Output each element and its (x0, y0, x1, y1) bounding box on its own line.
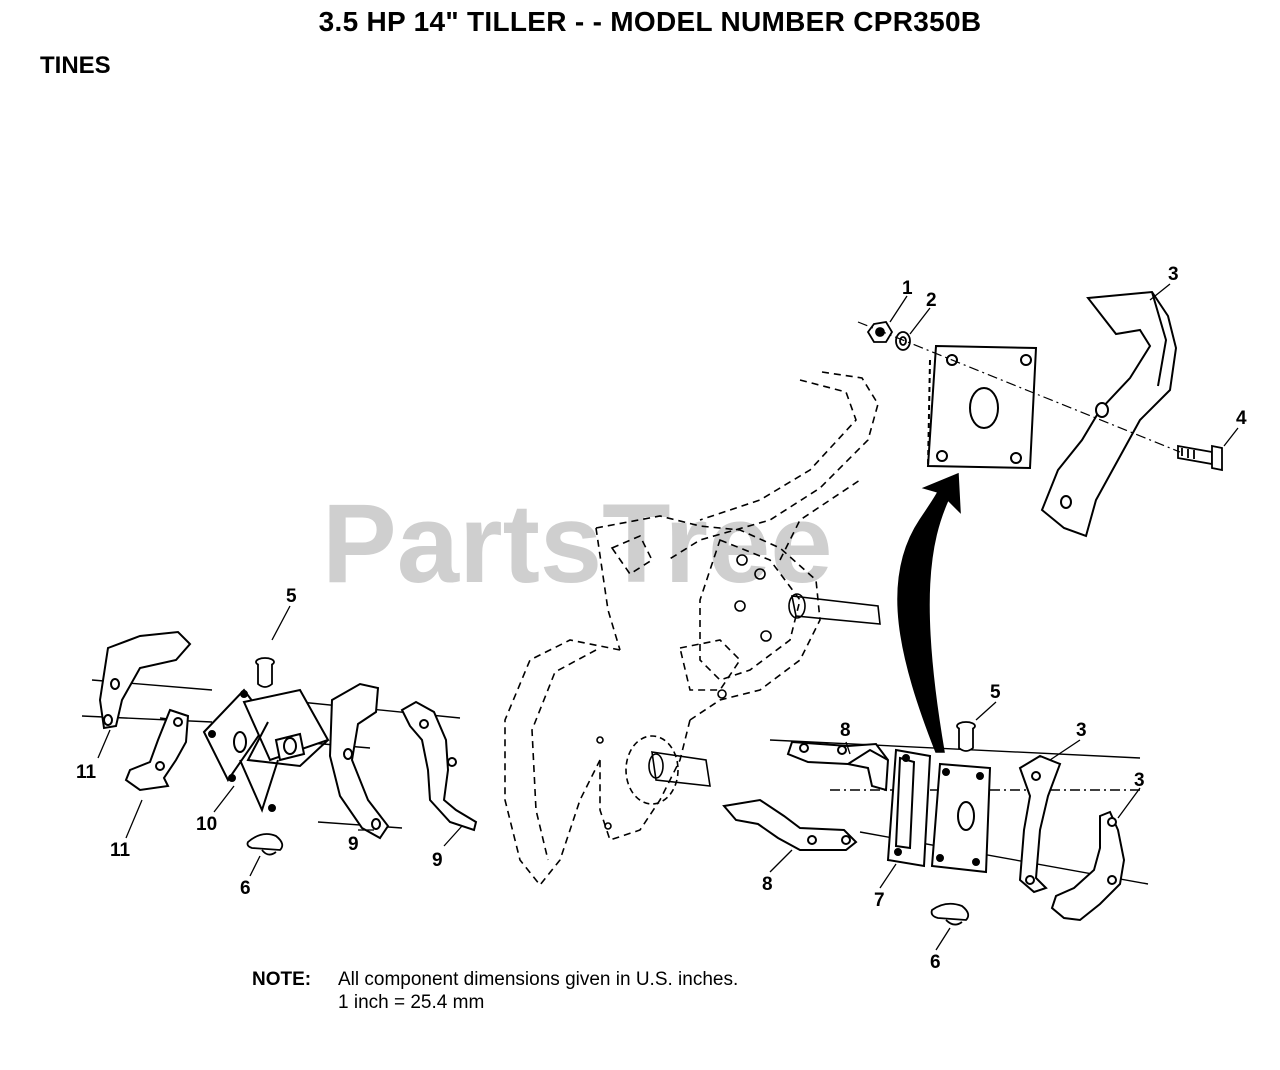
diagram-title: 3.5 HP 14" TILLER - - MODEL NUMBER CPR35… (318, 6, 982, 37)
tine-3-upper (1040, 290, 1178, 538)
nut-1 (866, 321, 894, 343)
hairpin-6-right (930, 902, 970, 926)
clevis-pin-5-left (255, 657, 275, 688)
tine-3-right-b (1050, 810, 1126, 922)
tine-8-upper (786, 740, 890, 792)
mounting-plate (926, 344, 1038, 470)
callout-11-upper: 11 (76, 762, 97, 783)
callout-numbers: 1 2 3 4 5 5 11 11 10 9 9 6 6 8 8 7 3 3 (76, 264, 1247, 973)
callout-4: 4 (1236, 408, 1247, 429)
hairpin-6-left (246, 833, 284, 856)
callout-11-lower: 11 (110, 840, 131, 861)
plate-7 (886, 748, 932, 868)
leader-lines (97, 283, 1239, 951)
clevis-pin-5-right (956, 721, 976, 752)
callout-6-right: 6 (930, 952, 941, 973)
tiller-housing-outline (504, 371, 879, 887)
callout-1: 1 (902, 278, 913, 299)
section-heading: TINES (40, 52, 111, 79)
callout-3-right-b: 3 (1134, 770, 1145, 791)
bolt-4 (1177, 444, 1223, 472)
housing-axle-stub (596, 554, 881, 830)
callout-9-left: 9 (348, 834, 359, 855)
callout-8-upper: 8 (840, 720, 851, 741)
plate-10 (202, 688, 330, 813)
callout-3-upper: 3 (1168, 264, 1179, 285)
watermark: PartsTree (322, 481, 833, 606)
tine-11-lower (124, 708, 190, 792)
assembly-arrow (897, 472, 961, 753)
tine-8-lower (722, 798, 858, 851)
callout-2: 2 (926, 290, 937, 311)
center-plate-right (930, 762, 992, 874)
tine-11-upper (98, 630, 192, 730)
note-line-2: 1 inch = 25.4 mm (338, 992, 485, 1013)
tine-9-left (328, 682, 390, 840)
callout-9-right: 9 (432, 850, 443, 871)
note-label: NOTE: (252, 969, 312, 990)
callout-6-left: 6 (240, 878, 251, 899)
callout-7: 7 (874, 890, 885, 911)
callout-8-lower: 8 (762, 874, 773, 895)
callout-5-right: 5 (990, 682, 1001, 703)
callout-10: 10 (196, 814, 217, 835)
tine-3-right-a (1018, 754, 1062, 894)
alignment-line-upper (857, 321, 1181, 453)
washer-2 (895, 331, 911, 351)
housing-hub (625, 735, 711, 805)
callout-3-right-a: 3 (1076, 720, 1087, 741)
callout-5-left: 5 (286, 586, 297, 607)
tine-9-right (400, 700, 478, 832)
note-block: NOTE: All component dimensions given in U… (252, 968, 738, 1014)
note-line-1: All component dimensions given in U.S. i… (338, 969, 739, 990)
